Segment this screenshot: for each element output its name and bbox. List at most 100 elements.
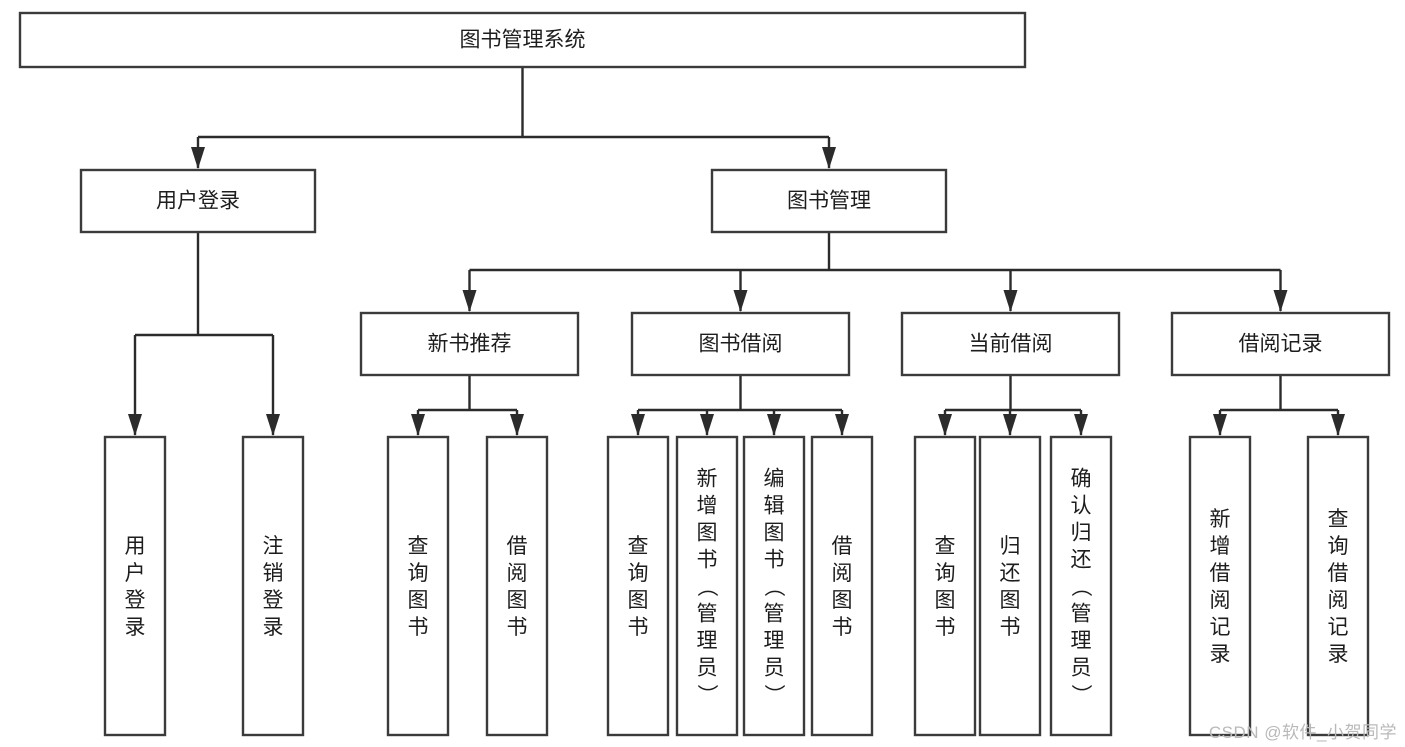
leaf-node-label-char: （ [695,576,718,597]
leaf-node-label-char: 查 [408,535,429,558]
arrow-head-icon [1273,290,1288,312]
arrow-head-icon [411,414,425,436]
node-rect[interactable] [18,11,1027,69]
leaf-node-label-char: 阅 [832,562,853,585]
arrow-head-icon [191,147,205,169]
leaf-node-label-char: 辑 [764,495,785,518]
node-label: 图书借阅 [699,333,783,356]
arrow-head-icon [510,414,524,436]
node[interactable]: 用户登录 [79,168,317,234]
node-rect[interactable] [913,435,977,737]
arrow-head-icon [1003,414,1017,436]
leaf-node-label-char: 户 [125,562,146,585]
node-label: 图书管理 [787,190,871,213]
leaf-node-label-char: 借 [507,535,528,558]
arrow-head-icon [733,290,748,312]
leaf-node-label-char: 书 [764,549,785,572]
node-rect[interactable] [675,435,739,737]
leaf-node-label-char: 记 [1328,616,1349,639]
nodes-layer: 图书管理系统用户登录图书管理新书推荐图书借阅当前借阅借阅记录用户登录注销登录查询… [18,11,1391,737]
leaf-node-label-char: 员 [764,657,785,680]
node-rect[interactable] [1170,311,1391,377]
leaf-node-label-char: 管 [764,603,785,626]
leaf-node-label-char: 图 [764,522,785,545]
leaf-node-label-char: 询 [628,562,649,585]
leaf-node-label-char: 注 [263,535,284,558]
leaf-node-label-char: （ [762,576,785,597]
node-rect[interactable] [79,168,317,234]
leaf-node-label-char: 录 [1210,643,1231,666]
leaf-node-label-char: 新 [1210,508,1231,531]
node-rect[interactable] [1306,435,1370,737]
leaf-node-label-char: 登 [125,589,146,612]
node[interactable]: 当前借阅 [900,311,1121,377]
node[interactable]: 图书借阅 [630,311,851,377]
csdn-watermark: CSDN @软件_小贺同学 [1208,723,1397,742]
leaf-node-label-char: 还 [1000,562,1021,585]
leaf-node-label-char: 查 [628,535,649,558]
node-rect[interactable] [900,311,1121,377]
node-label: 用户登录 [156,190,240,213]
leaf-node-label-char: 用 [125,535,146,558]
arrow-head-icon [1003,290,1018,312]
leaf-node-label-char: 记 [1210,616,1231,639]
node-rect[interactable] [103,435,167,737]
leaf-node-label-char: 还 [1071,549,1092,572]
node-rect[interactable] [241,435,305,737]
arrow-head-icon [462,290,477,312]
leaf-node-label-char: 图 [507,589,528,612]
node-rect[interactable] [710,168,948,234]
node-rect[interactable] [1188,435,1252,737]
leaf-node-label-char: 增 [697,495,718,518]
leaf-node-label-char: 图 [697,522,718,545]
leaf-node-label-char: 书 [628,616,649,639]
root-node[interactable]: 图书管理系统 [18,11,1027,69]
leaf-node-label-char: 图 [935,589,956,612]
leaf-node-label-char: 销 [263,562,284,585]
leaf-node-label-char: 询 [935,562,956,585]
node-rect[interactable] [386,435,450,737]
leaf-node-label-char: 图 [628,589,649,612]
leaf-node[interactable]: 用户登录 [103,435,167,737]
node-rect[interactable] [1049,435,1113,737]
arrow-head-icon [1213,414,1227,436]
leaf-node-label-char: 录 [125,616,146,639]
leaf-node-label-char: 借 [1328,562,1349,585]
leaf-node-label-char: 书 [697,549,718,572]
leaf-node-label-char: 书 [507,616,528,639]
leaf-node-label-char: 管 [1071,603,1092,626]
leaf-node-label-char: ） [762,684,785,705]
node[interactable]: 新书推荐 [359,311,580,377]
leaf-node-label-char: 录 [1328,643,1349,666]
node-rect[interactable] [810,435,874,737]
node[interactable]: 借阅记录 [1170,311,1391,377]
leaf-node-label-char: 书 [935,616,956,639]
node-rect[interactable] [630,311,851,377]
node-rect[interactable] [359,311,580,377]
node-label: 当前借阅 [969,333,1053,356]
node[interactable]: 图书管理 [710,168,948,234]
leaf-node-label-char: 图 [1000,589,1021,612]
node-rect[interactable] [485,435,549,737]
arrow-head-icon [767,414,781,436]
leaf-node-label-char: 录 [263,616,284,639]
node-rect[interactable] [978,435,1042,737]
node-rect[interactable] [742,435,806,737]
leaf-node-label-char: 借 [832,535,853,558]
node-rect[interactable] [606,435,670,737]
leaf-node-label-char: 归 [1071,522,1092,545]
leaf-node-label-char: 询 [1328,535,1349,558]
